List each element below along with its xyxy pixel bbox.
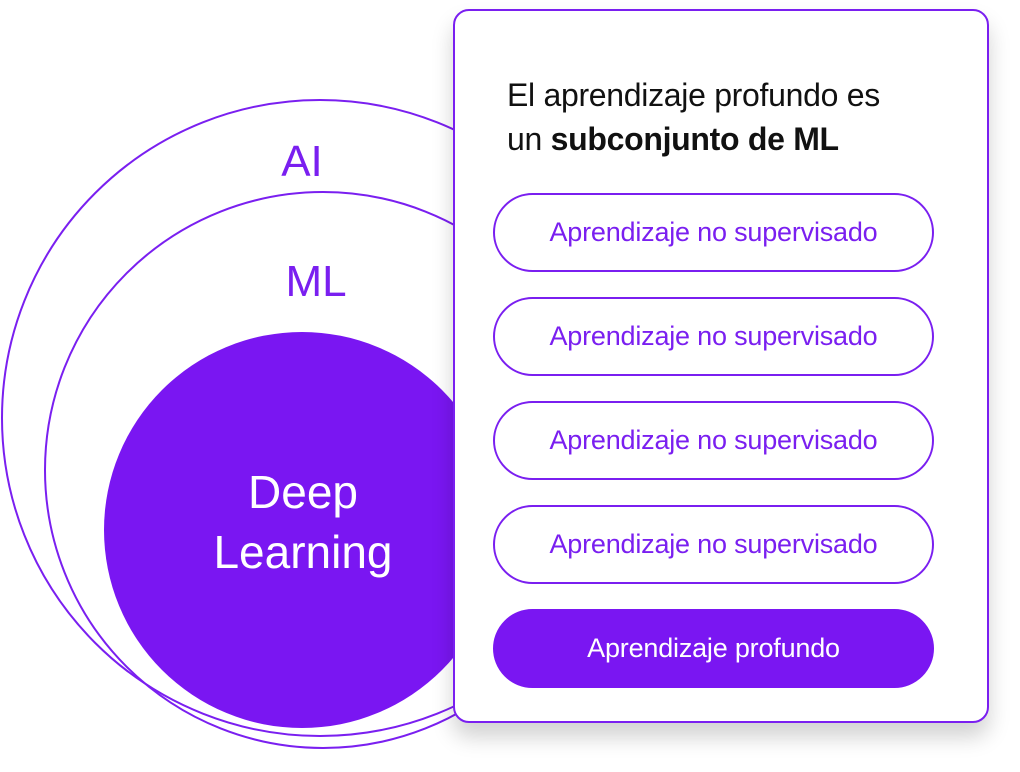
question-title-line1: El aprendizaje profundo es	[507, 77, 880, 113]
question-title-line2: un	[507, 121, 551, 157]
question-title: El aprendizaje profundo es un subconjunt…	[507, 73, 967, 161]
ml-label: ML	[285, 257, 346, 306]
answer-option-1[interactable]: Aprendizaje no supervisado	[493, 193, 934, 272]
answer-option-2[interactable]: Aprendizaje no supervisado	[493, 297, 934, 376]
deep-learning-circle	[104, 332, 500, 728]
answer-option-selected[interactable]: Aprendizaje profundo	[493, 609, 934, 688]
answer-option-4[interactable]: Aprendizaje no supervisado	[493, 505, 934, 584]
answer-option-3[interactable]: Aprendizaje no supervisado	[493, 401, 934, 480]
deep-learning-label-line2: Learning	[213, 526, 392, 578]
question-title-bold: subconjunto de ML	[550, 121, 840, 157]
quiz-panel: El aprendizaje profundo es un subconjunt…	[453, 9, 989, 723]
deep-learning-label-line1: Deep	[248, 466, 358, 518]
ai-label: AI	[281, 137, 323, 186]
